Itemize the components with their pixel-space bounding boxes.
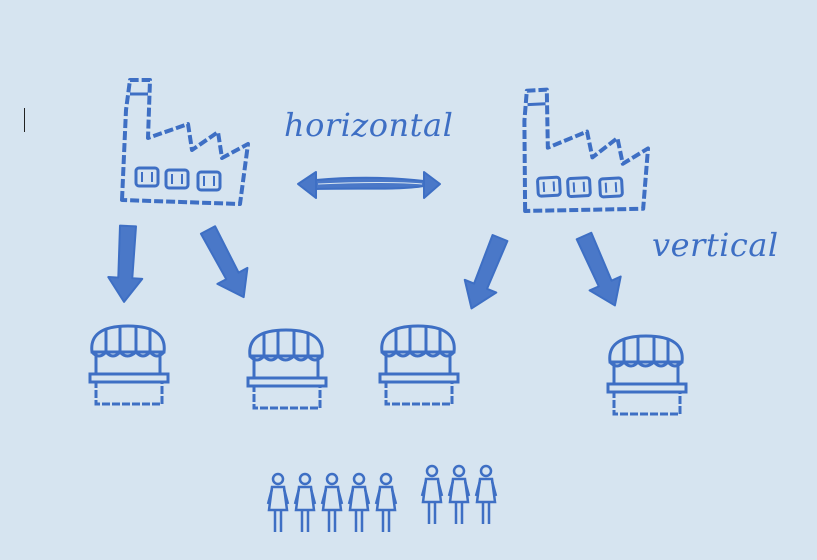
person-icon bbox=[266, 472, 290, 534]
person-icon bbox=[374, 472, 398, 534]
person-icon bbox=[420, 464, 444, 526]
text-cursor bbox=[24, 108, 25, 132]
person-icon bbox=[447, 464, 471, 526]
market-stall-icon-1 bbox=[88, 324, 170, 406]
vertical-label: vertical bbox=[652, 226, 779, 264]
factory-icon-left bbox=[120, 78, 250, 206]
arrow-icon-2 bbox=[191, 221, 260, 307]
arrow-icon-3 bbox=[454, 230, 517, 316]
horizontal-label: horizontal bbox=[284, 106, 454, 144]
person-icon bbox=[474, 464, 498, 526]
factory-icon-right bbox=[519, 85, 651, 215]
arrow-icon-4 bbox=[567, 228, 632, 314]
arrow-icon-1 bbox=[106, 224, 146, 304]
person-icon bbox=[347, 472, 371, 534]
person-icon bbox=[293, 472, 317, 534]
market-stall-icon-2 bbox=[246, 328, 328, 410]
market-stall-icon-3 bbox=[378, 324, 460, 406]
market-stall-icon-4 bbox=[606, 334, 688, 416]
horizontal-double-arrow-icon bbox=[297, 171, 441, 199]
person-icon bbox=[320, 472, 344, 534]
